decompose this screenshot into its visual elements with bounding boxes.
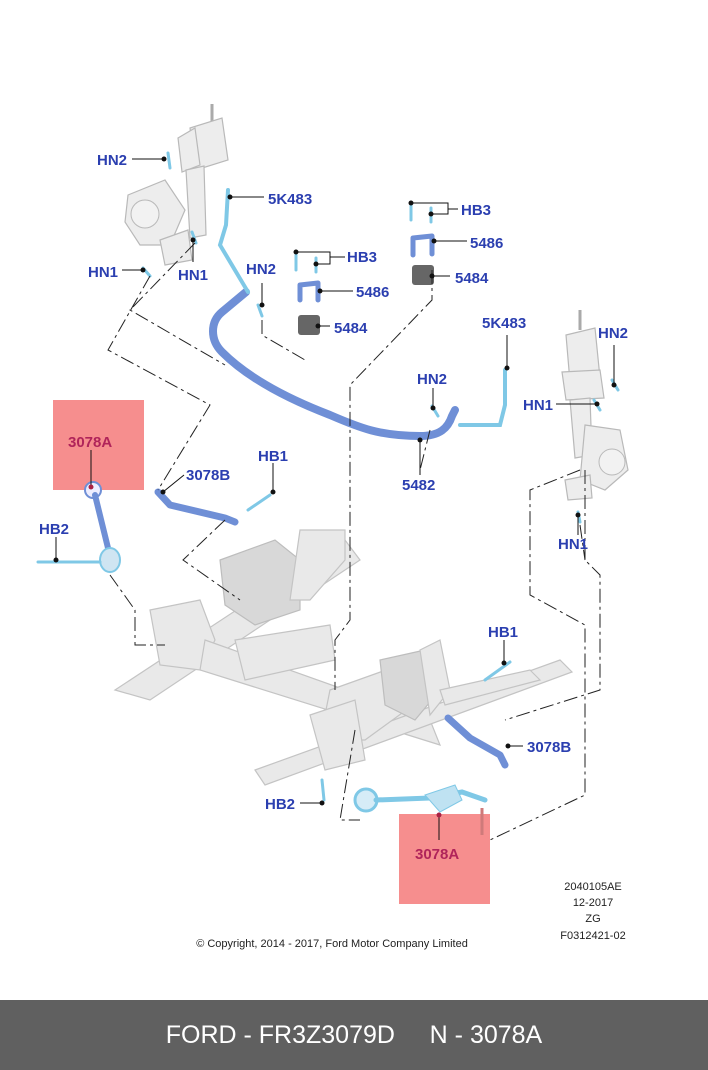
callout-5k483-right: 5K483 — [482, 315, 526, 332]
left-lower-arm — [36, 481, 121, 573]
callout-3078b-right: 3078B — [527, 739, 571, 756]
callout-hb3-mid: HB3 — [347, 249, 377, 266]
left-strut-assembly — [124, 104, 229, 266]
callout-hn1-right-b: HN1 — [558, 536, 588, 553]
callout-hn2-top-left: HN2 — [97, 152, 127, 169]
leader-lines — [53, 156, 617, 840]
parts-diagram: HN2 5K483 HN1 HN1 HN2 HB3 5486 5484 HB3 … — [36, 104, 629, 950]
bushings — [297, 233, 435, 335]
callout-hb2-bottom: HB2 — [265, 796, 295, 813]
drawing-code: 2040105AE — [564, 881, 622, 893]
callout-3078a-left: 3078A — [68, 434, 112, 451]
callout-hn1-right-a: HN1 — [523, 397, 553, 414]
callout-hn2-center: HN2 — [417, 371, 447, 388]
assembly-lines — [107, 242, 601, 841]
callout-5486-mid: 5486 — [356, 284, 389, 301]
callout-3078a-bottom: 3078A — [415, 846, 459, 863]
callout-hn1-left-b: HN1 — [178, 267, 208, 284]
drawing-figure-number: F0312421-02 — [560, 930, 625, 942]
left-stabilizer-link — [217, 188, 250, 294]
callout-hn2-mid: HN2 — [246, 261, 276, 278]
stabilizer-bar — [209, 288, 459, 440]
drawing-region: ZG — [585, 913, 600, 925]
callout-3078b-left: 3078B — [186, 467, 230, 484]
callout-hb1-right: HB1 — [488, 624, 518, 641]
callout-5k483-left: 5K483 — [268, 191, 312, 208]
highlight-box-bottom — [399, 814, 490, 904]
callout-5486-right: 5486 — [470, 235, 503, 252]
callout-5484-right: 5484 — [455, 270, 489, 287]
callout-5484-mid: 5484 — [334, 320, 368, 337]
drawing-date: 12-2017 — [573, 897, 613, 909]
right-strut-assembly — [561, 310, 629, 501]
part-number-banner: FORD - FR3Z3079D N - 3078A — [0, 1000, 708, 1070]
copyright-notice: © Copyright, 2014 - 2017, Ford Motor Com… — [196, 938, 468, 950]
right-rear-link — [444, 714, 509, 769]
left-rear-link — [154, 488, 239, 526]
callout-hb2-left: HB2 — [39, 521, 69, 538]
part-number-text: FORD - FR3Z3079D N - 3078A — [165, 1020, 543, 1049]
highlight-box-left — [53, 400, 144, 490]
callout-hn2-right: HN2 — [598, 325, 628, 342]
right-lower-arm — [353, 784, 488, 835]
right-stabilizer-link — [458, 368, 507, 427]
callout-hn1-left-a: HN1 — [88, 264, 118, 281]
callout-hb3-right: HB3 — [461, 202, 491, 219]
callout-hb1-left: HB1 — [258, 448, 288, 465]
subframe — [113, 529, 574, 786]
callout-5482: 5482 — [402, 477, 435, 494]
